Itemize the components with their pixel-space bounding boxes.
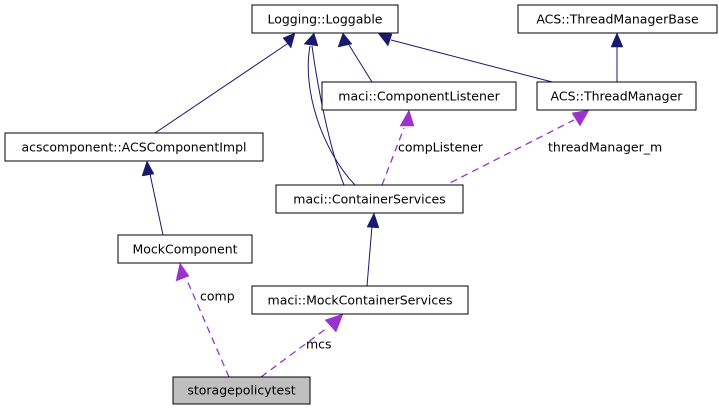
inheritance-arrowhead [141,160,155,177]
node-label: maci::ContainerServices [293,192,445,207]
edge-mockcomponent-to-acscomponentimpl [141,160,164,236]
node-label: storagepolicytest [187,383,295,398]
inheritance-arrowhead [610,32,624,48]
inheritance-arrowhead [377,32,393,47]
node-label: MockComponent [132,242,237,257]
edge-threadmanager-to-threadmanagerbase [610,32,624,82]
edge-containerservices-complistener [381,109,415,186]
inheritance-arrowhead [282,32,296,49]
edge-containerservices-to-loggable [303,32,356,186]
edge-containerservices-threadmanager [439,109,590,189]
association-arrowhead [324,313,344,333]
inheritance-arrowhead [303,32,319,47]
edge-line [348,44,373,83]
edge-line [307,45,356,186]
edge-line [149,173,164,236]
edge-line [260,327,328,378]
node-box[interactable] [4,132,264,162]
inheritance-arrowhead [337,32,353,48]
node-label: ACS::ThreadManager [551,89,684,104]
edge-line [366,225,373,287]
node-box[interactable] [117,234,253,264]
edge-storagepolicytest-comp [175,262,230,378]
node-storagepolicytest[interactable]: storagepolicytest [172,376,311,405]
association-arrowhead [175,262,190,282]
edge-line [390,39,561,85]
node-maci-mockcontainerservices[interactable]: maci::MockContainerServices [251,285,469,315]
node-mockcomponent[interactable]: MockComponent [117,234,253,264]
node-box[interactable] [275,184,464,214]
association-arrowhead [571,109,590,127]
node-acscomponent-acscomponentimpl[interactable]: acscomponent::ACSComponentImpl [4,132,264,162]
edge-line [154,41,291,134]
edge-mockcontainerservices-to-containerservices [366,212,380,287]
edge-storagepolicytest-mcs [260,313,344,378]
edge-componentlistener-to-loggable [337,32,373,83]
node-box[interactable] [251,285,469,315]
node-box[interactable] [251,4,399,34]
edge-label-threadmanager-m: threadManager_m [548,140,662,155]
node-label: Logging::Loggable [267,12,382,27]
node-box[interactable] [172,376,311,405]
edge-line [185,277,230,378]
node-label: acscomponent::ACSComponentImpl [21,140,246,155]
edge-threadmanager-to-loggable [377,32,561,85]
edge-line [381,127,405,186]
edge-label-complistener: compListener [398,140,484,155]
node-maci-containerservices[interactable]: maci::ContainerServices [275,184,464,214]
node-label: maci::MockContainerServices [268,293,453,308]
node-box[interactable] [536,81,697,111]
node-maci-componentlistener[interactable]: maci::ComponentListener [321,81,517,111]
node-box[interactable] [321,81,517,111]
node-box[interactable] [517,4,718,34]
inheritance-arrowhead [366,212,380,229]
node-logging-loggable[interactable]: Logging::Loggable [251,4,399,34]
node-acs-threadmanagerbase[interactable]: ACS::ThreadManagerBase [517,4,718,34]
node-acs-threadmanager[interactable]: ACS::ThreadManager [536,81,697,111]
edge-label-comp: comp [200,289,235,304]
association-arrowhead [399,109,415,127]
node-label: maci::ComponentListener [338,89,500,104]
edge-label-mcs: mcs [306,337,332,352]
edge-acscomponentimpl-to-loggable [154,32,296,134]
node-label: ACS::ThreadManagerBase [536,12,699,27]
edge-line [439,119,575,189]
edge-line-b [311,45,345,186]
